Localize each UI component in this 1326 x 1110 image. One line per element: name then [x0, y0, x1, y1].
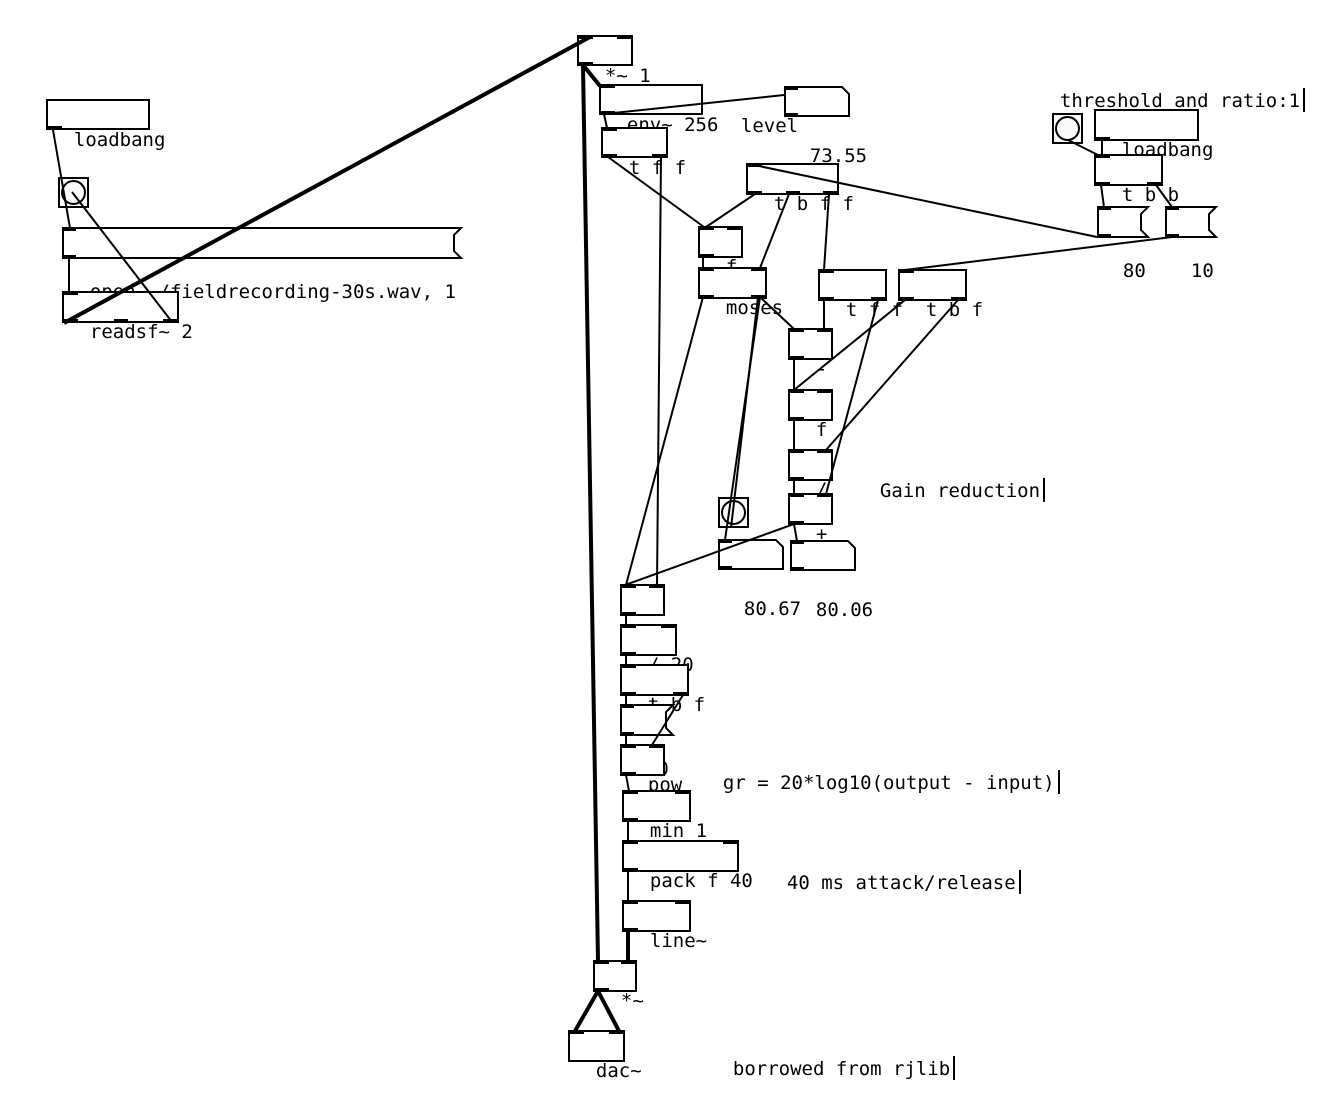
dac-object[interactable]: dac~	[568, 1030, 642, 1082]
pack-object[interactable]: pack f 40	[622, 840, 753, 892]
object-label: line~	[649, 930, 708, 952]
text-cursor	[953, 1056, 956, 1080]
object-label: min 1	[649, 820, 708, 842]
divide-20-object[interactable]: / 20	[620, 624, 694, 676]
bang-button-mid[interactable]	[718, 497, 749, 528]
multiply-signal-output[interactable]: *~	[593, 960, 644, 1012]
float-object-top[interactable]: f	[698, 226, 743, 278]
number-box-moses[interactable]: 80.67	[718, 539, 801, 620]
line-signal-object[interactable]: line~	[622, 900, 707, 952]
object-label: t b f f	[773, 193, 854, 215]
multiply-signal-object[interactable]: *~ 1	[577, 35, 651, 87]
number-box-gain[interactable]: 80.06	[790, 540, 873, 621]
text-cursor	[1057, 770, 1060, 794]
object-label: moses	[725, 297, 784, 319]
subtract-object-mid[interactable]: -	[788, 328, 833, 380]
add-object[interactable]: +	[788, 493, 833, 545]
text-cursor	[1018, 870, 1021, 894]
comment-text: Gain reduction	[879, 480, 1041, 502]
comment-text: 40 ms attack/release	[786, 872, 1016, 894]
bang-circle-icon	[721, 500, 746, 525]
moses-object[interactable]: moses	[698, 267, 783, 319]
comment-gain-reduction: Gain reduction	[857, 452, 1046, 504]
object-label: pack f 40	[649, 870, 753, 892]
message-ratio[interactable]: 10	[1165, 206, 1219, 282]
message-threshold[interactable]: 80	[1097, 206, 1151, 282]
bang-button-left[interactable]	[58, 177, 89, 208]
comment-attack-release: 40 ms attack/release	[764, 844, 1021, 896]
trigger-b-f-low[interactable]: t b f	[620, 664, 705, 716]
number-box-level[interactable]: 73.55	[784, 86, 867, 167]
object-label: t b f	[925, 299, 984, 321]
object-label: *~ 1	[604, 65, 651, 87]
trigger-b-f-mid[interactable]: t b f	[898, 269, 983, 321]
control-cord[interactable]	[625, 296, 704, 586]
text-cursor	[1043, 478, 1046, 502]
comment-level: level	[718, 87, 798, 139]
readsf-object[interactable]: readsf~ 2	[62, 291, 193, 343]
bang-button-right[interactable]	[1052, 113, 1083, 144]
control-cord[interactable]	[730, 296, 759, 529]
comment-credit: borrowed from rjlib	[710, 1030, 956, 1082]
object-label: t f f	[628, 157, 687, 179]
signal-cord[interactable]	[581, 64, 600, 962]
message-open-file[interactable]: open ./fieldrecording-30s.wav, 1	[62, 227, 464, 303]
object-label: f	[815, 419, 828, 441]
bang-circle-icon	[1055, 116, 1080, 141]
loadbang-object-right[interactable]: loadbang	[1094, 109, 1213, 161]
object-label: t f f	[845, 299, 904, 321]
object-label: readsf~ 2	[89, 321, 193, 343]
object-label: *~	[620, 990, 644, 1012]
bang-circle-icon	[61, 180, 86, 205]
loadbang-object-left[interactable]: loadbang	[46, 99, 165, 151]
divide-object[interactable]: /	[788, 449, 833, 501]
object-label: loadbang	[73, 129, 166, 151]
signal-cord[interactable]	[573, 990, 600, 1032]
trigger-f-f-mid[interactable]: t f f	[818, 269, 903, 321]
comment-text: gr = 20*log10(output - input)	[722, 772, 1055, 794]
object-label: t b b	[1121, 184, 1180, 206]
trigger-b-b[interactable]: t b b	[1094, 154, 1179, 206]
text-cursor	[1303, 88, 1306, 112]
min-object[interactable]: min 1	[622, 790, 707, 842]
number-value: 80.06	[815, 599, 874, 621]
message-text: 80	[1122, 260, 1146, 282]
control-cord[interactable]	[656, 156, 662, 586]
number-value: 73.55	[809, 145, 868, 167]
comment-formula: gr = 20*log10(output - input)	[700, 744, 1060, 796]
trigger-f-f-top[interactable]: t f f	[601, 127, 686, 179]
comment-text: borrowed from rjlib	[732, 1058, 951, 1080]
env-object[interactable]: env~ 256	[599, 84, 718, 136]
float-object-mid[interactable]: f	[788, 389, 833, 441]
control-cord[interactable]	[705, 193, 756, 228]
subtract-object-low[interactable]: -	[620, 584, 665, 636]
pow-object[interactable]: pow	[620, 744, 682, 796]
message-pow-base[interactable]: 10	[620, 704, 676, 780]
object-label: dac~	[595, 1060, 642, 1082]
message-text: 10	[1190, 260, 1214, 282]
number-value: 80.67	[743, 598, 802, 620]
comment-text: level	[740, 115, 799, 137]
comment-text: threshold and ratio:1	[1059, 90, 1301, 112]
object-label: /	[815, 479, 828, 501]
trigger-b-f-f[interactable]: t b f f	[746, 163, 854, 215]
object-label: +	[815, 523, 828, 545]
comment-threshold-ratio: threshold and ratio:1	[1037, 62, 1306, 114]
object-label: -	[815, 358, 828, 380]
